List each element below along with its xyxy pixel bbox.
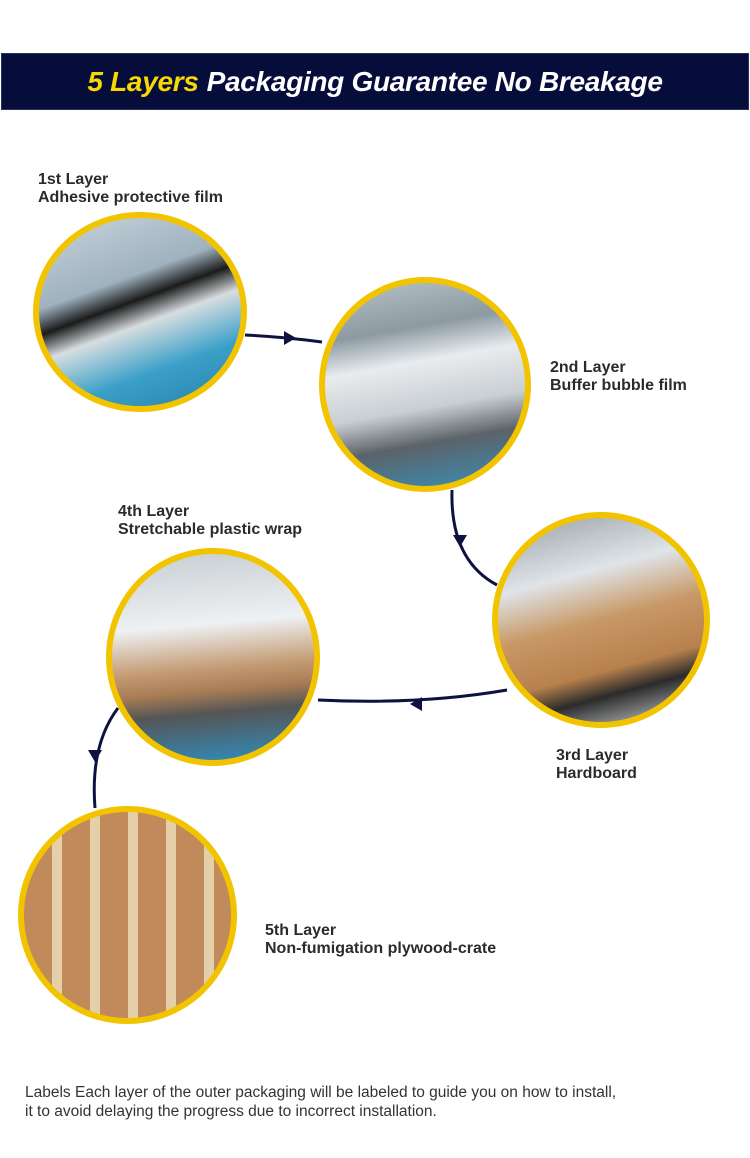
arrow-4-to-5	[92, 707, 120, 809]
arrowhead-icon	[88, 750, 102, 762]
title-text: Packaging Guarantee No Breakage	[206, 65, 663, 97]
title-highlight: 5 Layers	[87, 65, 199, 97]
footer-line: Labels Each layer of the outer packaging…	[25, 1084, 617, 1101]
arrowhead-icon	[453, 535, 467, 547]
arrow-2-to-3	[450, 489, 498, 587]
layer-2-label: 2nd Layer Buffer bubble film	[550, 359, 687, 395]
layer-step: 5th Layer	[265, 922, 337, 939]
layer-name: Hardboard	[556, 765, 637, 782]
layer-step: 4th Layer	[118, 503, 190, 520]
footer-line: it to avoid delaying the progress due to…	[25, 1103, 437, 1120]
layer-step: 2nd Layer	[550, 359, 626, 376]
layer-1-label: 1st Layer Adhesive protective film	[38, 171, 223, 207]
layer-name: Stretchable plastic wrap	[118, 521, 303, 538]
layer-5-photo	[18, 806, 237, 1024]
layer-step: 3rd Layer	[556, 747, 629, 764]
arrowhead-icon	[284, 331, 296, 345]
arrow-3-to-4	[317, 688, 508, 703]
title-banner: 5 Layers Packaging Guarantee No Breakage	[1, 53, 749, 110]
layer-4-photo	[106, 548, 320, 766]
layer-3-label: 3rd Layer Hardboard	[556, 747, 637, 783]
layer-2-photo	[319, 277, 531, 492]
arrowhead-icon	[410, 697, 422, 711]
layer-4-label: 4th Layer Stretchable plastic wrap	[118, 503, 302, 539]
footer-note: Labels Each layer of the outer packaging…	[25, 1083, 616, 1121]
layer-name: Non-fumigation plywood-crate	[265, 940, 497, 957]
layer-3-photo	[492, 512, 710, 728]
layer-step: 1st Layer	[38, 171, 109, 188]
layer-5-label: 5th Layer Non-fumigation plywood-crate	[265, 922, 496, 958]
layer-name: Buffer bubble film	[550, 377, 687, 394]
layer-1-photo	[33, 212, 247, 412]
layer-name: Adhesive protective film	[38, 189, 223, 206]
arrow-1-to-2	[244, 333, 323, 344]
